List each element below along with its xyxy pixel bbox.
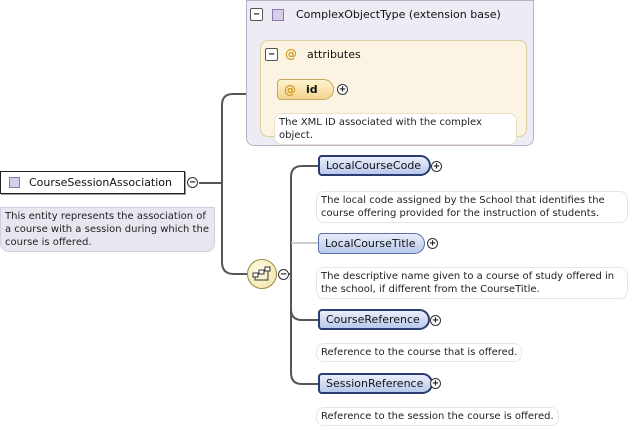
element-local-course-code[interactable]: LocalCourseCode — [318, 155, 432, 176]
local-course-code-description: The local code assigned by the School th… — [316, 191, 628, 223]
complex-type-panel: − ComplexObjectType (extension base) − @… — [246, 0, 534, 146]
attribute-glyph-icon: @ — [285, 47, 297, 61]
attribute-glyph-icon: @ — [284, 82, 296, 97]
element-session-reference[interactable]: SessionReference — [318, 373, 434, 394]
complex-type-collapse-button[interactable]: − — [250, 8, 263, 21]
course-reference-expand-button[interactable]: + — [430, 315, 441, 326]
complex-type-title: ComplexObjectType (extension base) — [296, 8, 501, 21]
attribute-id[interactable]: @ id — [277, 79, 334, 100]
sequence-connector — [221, 183, 247, 275]
complex-type-icon — [272, 8, 284, 21]
complex-type-connector — [221, 93, 246, 183]
element-local-course-title[interactable]: LocalCourseTitle — [318, 233, 425, 254]
local-course-title-expand-button[interactable]: + — [427, 238, 438, 249]
complex-type-header: − ComplexObjectType (extension base) — [250, 8, 501, 21]
course-reference-description: Reference to the course that is offered. — [316, 343, 523, 362]
root-element-box[interactable]: CourseSessionAssociation — [0, 171, 185, 194]
local-course-code-expand-button[interactable]: + — [431, 161, 442, 172]
attribute-name: id — [306, 83, 318, 96]
attribute-expand-button[interactable]: + — [337, 84, 348, 95]
attribute-group-collapse-button[interactable]: − — [265, 47, 278, 61]
element-course-reference[interactable]: CourseReference — [318, 309, 430, 330]
session-reference-expand-button[interactable]: + — [430, 378, 441, 389]
sequence-compositor-icon[interactable] — [247, 259, 277, 289]
attribute-group: − @ attributes @ id + The XML ID associa… — [260, 40, 527, 145]
sequence-collapse-button[interactable]: − — [278, 269, 289, 280]
attribute-group-label: attributes — [307, 47, 361, 61]
child-connector-course-reference — [290, 274, 318, 321]
local-course-title-description: The descriptive name given to a course o… — [316, 267, 628, 299]
attribute-group-header: − @ attributes — [265, 47, 361, 61]
root-description: This entity represents the association o… — [0, 207, 215, 252]
child-connector-local-course-code — [290, 165, 318, 274]
element-icon — [9, 177, 20, 188]
root-element-name: CourseSessionAssociation — [29, 176, 173, 189]
session-reference-description: Reference to the session the course is o… — [316, 407, 559, 426]
root-collapse-button[interactable]: − — [187, 177, 198, 188]
attribute-description: The XML ID associated with the complex o… — [274, 113, 517, 145]
child-connector-session-reference — [290, 309, 318, 385]
sequence-icon — [252, 266, 271, 281]
